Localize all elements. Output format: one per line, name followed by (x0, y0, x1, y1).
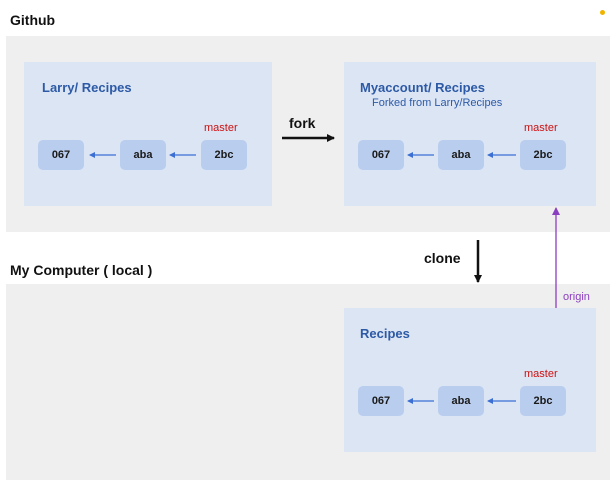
myaccount-repo-subtitle: Forked from Larry/Recipes (372, 97, 503, 109)
local-section-title: My Computer ( local ) (10, 262, 153, 278)
myaccount-repo-box (344, 62, 596, 206)
larry-commit-aba[interactable]: aba (120, 140, 166, 170)
larry-branch-label: master (204, 122, 238, 134)
myaccount-commit-067[interactable]: 067 (358, 140, 404, 170)
myaccount-commit-aba[interactable]: aba (438, 140, 484, 170)
local-commit-aba[interactable]: aba (438, 386, 484, 416)
local-branch-label: master (524, 368, 558, 380)
myaccount-commit-2bc[interactable]: 2bc (520, 140, 566, 170)
larry-repo-box (24, 62, 272, 206)
fork-label: fork (289, 115, 316, 131)
larry-commit-2bc[interactable]: 2bc (201, 140, 247, 170)
myaccount-repo-title: Myaccount/ Recipes (360, 80, 485, 95)
origin-label: origin (563, 291, 590, 303)
larry-repo-title: Larry/ Recipes (42, 80, 132, 95)
myaccount-branch-label: master (524, 122, 558, 134)
local-commit-2bc[interactable]: 2bc (520, 386, 566, 416)
larry-commit-067[interactable]: 067 (38, 140, 84, 170)
github-section-title: Github (10, 12, 56, 28)
local-repo-title: Recipes (360, 326, 410, 341)
clone-label: clone (424, 250, 461, 266)
local-repo-box (344, 308, 596, 452)
local-commit-067[interactable]: 067 (358, 386, 404, 416)
corner-dot-icon (600, 10, 605, 15)
